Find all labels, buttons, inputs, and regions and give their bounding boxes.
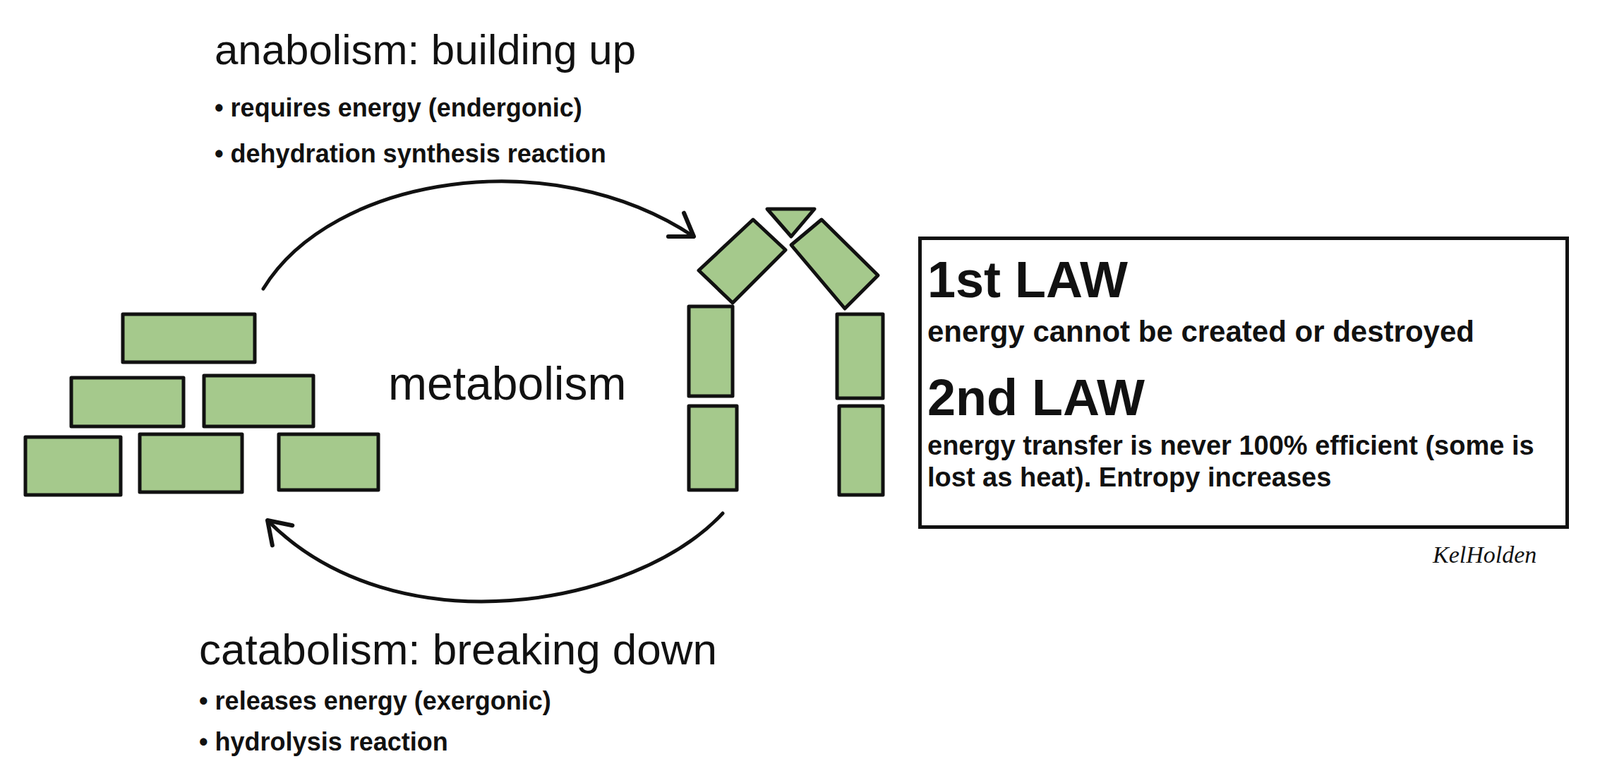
law-heading: 1st LAW (927, 249, 1553, 310)
section-heading: catabolism: breaking down (199, 623, 718, 675)
bullet-text: • requires energy (endergonic) (214, 93, 583, 123)
bullet-text: • hydrolysis reaction (199, 726, 449, 756)
brick-pile (25, 314, 379, 495)
law-box: 1st LAW energy cannot be created or destr… (918, 236, 1569, 529)
section-heading: anabolism: building up (214, 25, 636, 75)
center-label: metabolism (388, 357, 627, 411)
signature: KelHolden (1432, 540, 1537, 569)
law-text: energy cannot be created or destroyed (927, 314, 1553, 350)
bullet-text: • releases energy (exergonic) (199, 686, 552, 715)
brick-house (688, 208, 883, 495)
catabolism-arrow (267, 513, 723, 602)
anabolism-arrow (263, 181, 694, 289)
law-heading: 2nd LAW (927, 367, 1553, 428)
bullet-text: • dehydration synthesis reaction (214, 139, 607, 168)
law-text: energy transfer is never 100% efficient … (927, 429, 1553, 494)
